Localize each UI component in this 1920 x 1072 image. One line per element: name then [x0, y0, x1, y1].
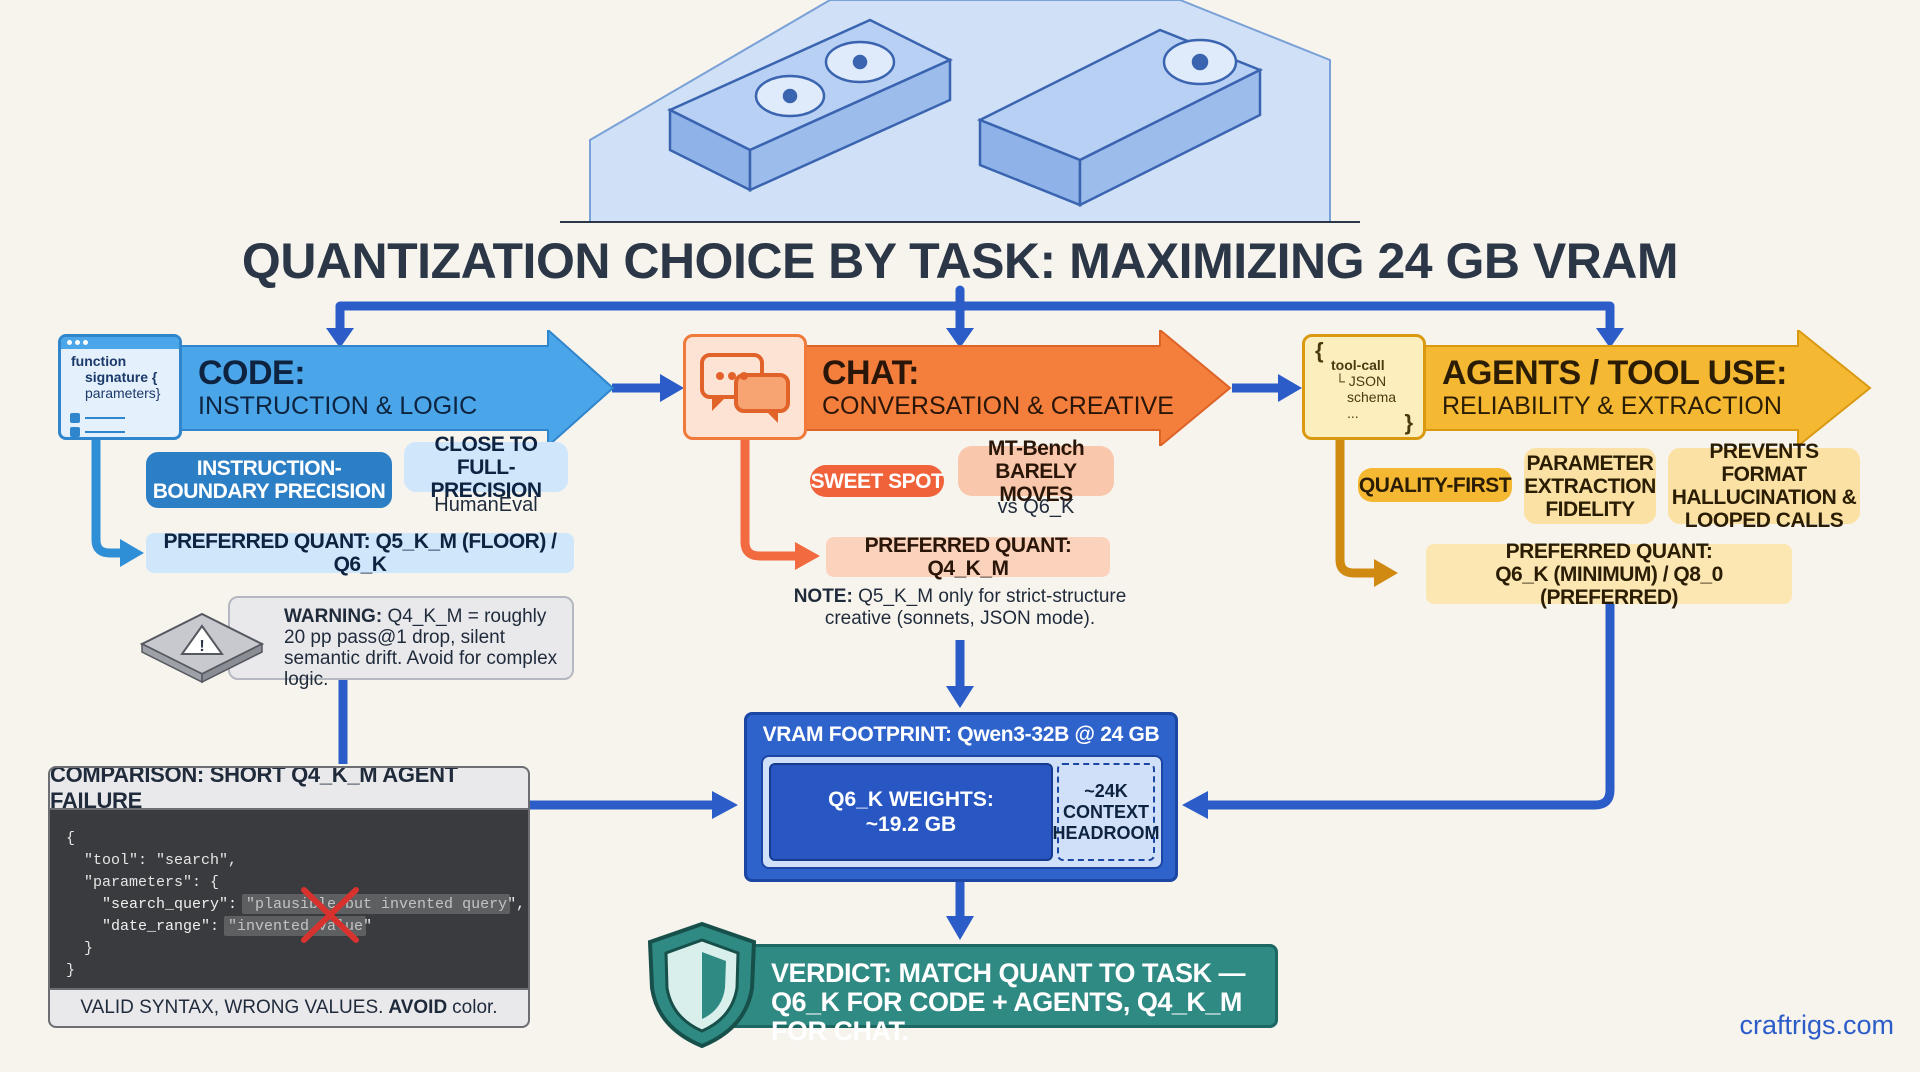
gpu-card-right — [976, 28, 1264, 208]
brace-icon: } — [1404, 410, 1413, 435]
agents-tag-hallucination: PREVENTS FORMAT HALLUCINATION & LOOPED C… — [1668, 440, 1860, 532]
window-dot-icon — [83, 340, 88, 345]
window-dot-icon — [67, 340, 72, 345]
brace-icon: { — [1315, 338, 1324, 363]
vram-headroom-segment: ~24K CONTEXT HEADROOM — [1053, 763, 1160, 861]
agents-icon-line: └ JSON — [1335, 373, 1387, 389]
comparison-code: { "tool": "search", "parameters": { "sea… — [66, 828, 525, 982]
code-tag-precision-label: INSTRUCTION-BOUNDARY PRECISION — [152, 457, 386, 503]
code-title: CODE: — [198, 354, 306, 392]
svg-text:!: ! — [199, 638, 204, 655]
chat-tag-mtbench-label: MT-Bench BARELY MOVES — [987, 436, 1085, 506]
gpu-card-left — [667, 18, 953, 193]
comparison-footer: VALID SYNTAX, WRONG VALUES. AVOID color. — [50, 988, 528, 1026]
comparison-title: COMPARISON: SHORT Q4_K_M AGENT FAILURE — [50, 768, 528, 813]
agents-icon-line: ... — [1347, 405, 1359, 421]
agents-preferred-quant: PREFERRED QUANT: Q6_K (MINIMUM) / Q8_0 (… — [1426, 540, 1792, 609]
vram-headroom-label: ~24K CONTEXT HEADROOM — [1052, 780, 1160, 843]
vram-bar-outer: Q6_K WEIGHTS: ~19.2 GB ~24K CONTEXT HEAD… — [761, 755, 1163, 869]
vram-weights-segment: Q6_K WEIGHTS: ~19.2 GB — [769, 763, 1053, 861]
warning-label: WARNING: — [284, 606, 383, 627]
page-title: QUANTIZATION CHOICE BY TASK: MAXIMIZING … — [241, 233, 1679, 289]
code-icon-line: parameters} — [85, 385, 161, 401]
chat-icon-card — [683, 334, 807, 440]
note-label: NOTE: — [793, 586, 853, 607]
shield-icon — [647, 921, 757, 1049]
agents-tag-quality: QUALITY-FIRST — [1358, 468, 1512, 502]
vram-weights-value: ~19.2 GB — [865, 813, 957, 836]
agents-tag-quality-label: QUALITY-FIRST — [1358, 473, 1512, 497]
chat-tag-sweetspot-label: SWEET SPOT — [810, 469, 944, 493]
agents-icon-line: schema — [1347, 389, 1397, 405]
window-dot-icon — [75, 340, 80, 345]
verdict-text: VERDICT: MATCH QUANT TO TASK — Q6_K FOR … — [771, 958, 1245, 1046]
agents-icon-card: { tool-call └ JSON schema ... } — [1302, 334, 1426, 440]
chat-note: NOTE: Q5_K_M only for strict-structure c… — [780, 586, 1140, 630]
chat-preferred-quant: PREFERRED QUANT: Q4_K_M — [826, 534, 1110, 580]
chat-preferred-quant-label: PREFERRED QUANT: Q4_K_M — [864, 534, 1072, 580]
warning-chip-icon: ! — [139, 612, 265, 684]
agents-preferred-line2: Q6_K (MINIMUM) / Q8_0 (PREFERRED) — [1495, 562, 1723, 609]
invented-value-highlight — [224, 916, 366, 936]
gpu-illustration — [560, 0, 1360, 223]
comparison-footer-text: color. — [452, 997, 498, 1018]
comparison-footer-text: VALID SYNTAX, WRONG VALUES. — [80, 997, 384, 1018]
chat-header-arrow — [800, 330, 1232, 446]
agents-tag-hallucination-label: PREVENTS FORMAT HALLUCINATION & LOOPED C… — [1671, 440, 1857, 532]
code-line: "search_query": "plausible but invented … — [66, 896, 526, 913]
agents-subtitle: RELIABILITY & EXTRACTION — [1442, 392, 1782, 420]
vram-footprint-panel: VRAM FOOTPRINT: Qwen3-32B @ 24 GB Q6_K W… — [744, 712, 1178, 882]
comparison-panel: COMPARISON: SHORT Q4_K_M AGENT FAILURE {… — [48, 766, 530, 1028]
chat-tag-mtbench: MT-Bench BARELY MOVES — [958, 437, 1114, 506]
code-tag-fullprecision-label: CLOSE TO FULL-PRECISION — [430, 432, 542, 502]
code-line: "parameters": { — [66, 874, 220, 891]
chat-subtitle: CONVERSATION & CREATIVE — [822, 392, 1174, 420]
agents-icon-line: tool-call — [1331, 357, 1385, 373]
code-line: "date_range": "invented value" — [66, 918, 373, 935]
code-tag-benchmark: HumanEval — [434, 494, 538, 516]
warning-text: Q4_K_M = roughly 20 pp pass@1 drop, sile… — [284, 606, 558, 690]
code-preferred-quant: PREFERRED QUANT: Q5_K_M (FLOOR) / Q6_K — [146, 530, 574, 576]
note-text: Q5_K_M only for strict-structure creativ… — [824, 586, 1127, 629]
agents-tag-extraction: PARAMETER EXTRACTION FIDELITY — [1524, 448, 1656, 524]
agents-header-arrow — [1420, 330, 1872, 446]
verdict-banner: VERDICT: MATCH QUANT TO TASK — Q6_K FOR … — [700, 944, 1278, 1046]
code-preferred-quant-label: PREFERRED QUANT: Q5_K_M (FLOOR) / Q6_K — [163, 530, 557, 576]
code-line: { — [66, 830, 76, 847]
code-header-arrow — [178, 330, 615, 446]
chat-title: CHAT: — [822, 354, 919, 392]
code-tag-precision: INSTRUCTION-BOUNDARY PRECISION — [146, 452, 392, 508]
checkbox-icon — [70, 427, 80, 437]
code-line: "tool": "search", — [66, 852, 238, 869]
code-line-highlighted: "search_query": "plausible but invented … — [66, 894, 525, 916]
code-line: } — [66, 940, 94, 957]
code-subtitle: INSTRUCTION & LOGIC — [198, 392, 478, 420]
code-icon-card: function signature { parameters} — [58, 334, 182, 440]
code-line-highlighted: "date_range": "invented value" — [66, 916, 525, 938]
agents-preferred-line1: PREFERRED QUANT: — [1505, 539, 1713, 563]
invented-value-highlight — [242, 894, 510, 914]
vram-weights-label: Q6_K WEIGHTS: — [828, 788, 994, 811]
code-warning-box: WARNING: Q4_K_M = roughly 20 pp pass@1 d… — [228, 596, 574, 690]
agents-tag-extraction-label: PARAMETER EXTRACTION FIDELITY — [1524, 451, 1656, 521]
vram-title: VRAM FOOTPRINT: Qwen3-32B @ 24 GB — [762, 723, 1160, 746]
agents-title: AGENTS / TOOL USE: — [1442, 354, 1787, 392]
footer-site-link[interactable]: craftrigs.com — [1739, 1010, 1894, 1040]
code-icon-line: signature { — [85, 369, 158, 385]
red-x-icon — [301, 887, 359, 943]
code-icon-line: function — [71, 353, 127, 369]
code-tag-fullprecision: CLOSE TO FULL-PRECISION — [404, 433, 568, 502]
chat-bubble-icon — [700, 353, 790, 423]
code-line: } — [66, 962, 76, 979]
comparison-footer-bold: AVOID — [388, 997, 448, 1018]
chat-tag-benchmark: vs Q6_K — [997, 496, 1075, 518]
checkbox-icon — [70, 413, 80, 423]
chat-tag-sweetspot: SWEET SPOT — [810, 465, 944, 497]
